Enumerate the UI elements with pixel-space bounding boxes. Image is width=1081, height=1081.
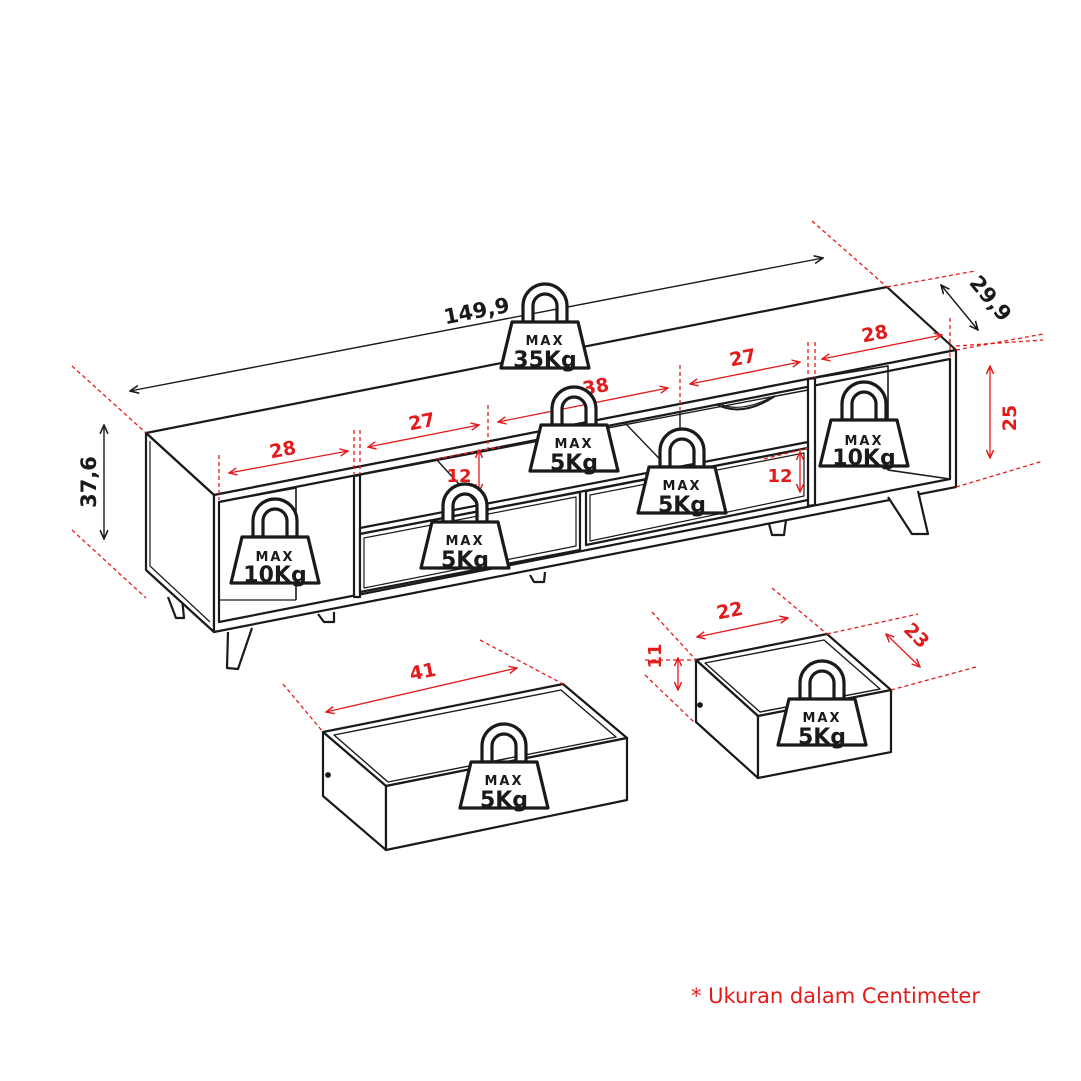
cabinet-leg-front-left: [225, 627, 254, 671]
weight-max-label: MAX: [484, 774, 523, 789]
red-dimensions: [71, 220, 1044, 733]
total-height-label: 37,6: [77, 456, 101, 508]
small-drawer-depth-arrow: [886, 634, 920, 667]
compartment-height-label: 25: [999, 405, 1021, 431]
cabinet-leg-front-center: [317, 612, 336, 624]
compartment-2-width-arrow: [368, 425, 479, 447]
dimension-labels: 149,9 37,6 29,9 28 27 38 27 28 25 12 12 …: [77, 271, 1021, 685]
small-drawer-depth-label: 23: [899, 619, 933, 653]
drawer-height-right-label: 12: [767, 466, 792, 487]
weight-max-label: MAX: [445, 534, 484, 549]
compartment-4-width-arrow: [690, 362, 800, 384]
small-drawer-width-label: 22: [715, 598, 745, 625]
weight-icon-drawer-right: MAX 5Kg: [636, 427, 728, 518]
weight-max-label: MAX: [802, 711, 841, 726]
cabinet-leg-front-right: [887, 490, 930, 536]
left-compartment-width-label: 28: [268, 437, 298, 464]
measurement-unit-footnote: * Ukuran dalam Centimeter: [690, 984, 980, 1008]
black-dimensions: [104, 258, 978, 539]
drawer-height-left-label: 12: [446, 466, 471, 487]
weight-max-label: MAX: [255, 550, 294, 565]
divider-1: [352, 473, 362, 599]
weight-value-small-drawer: 5Kg: [798, 725, 846, 750]
weight-value-left-compartment: 10Kg: [243, 563, 306, 588]
weight-value-drawer-right: 5Kg: [658, 493, 706, 518]
weight-icon-drawer-left: MAX 5Kg: [419, 482, 511, 573]
right-compartment-width-label: 28: [860, 321, 890, 348]
weight-icon-center-shelf: MAX 5Kg: [528, 385, 620, 476]
small-drawer-height-label: 11: [645, 643, 666, 668]
weight-value-center-shelf: 5Kg: [550, 451, 598, 476]
small-drawer-width-arrow: [697, 618, 788, 637]
weight-max-label: MAX: [844, 434, 883, 449]
total-depth-arrow: [941, 285, 978, 330]
weight-icon-small-drawer: MAX 5Kg: [776, 659, 868, 750]
left-compartment-width-arrow: [229, 451, 348, 473]
weight-max-label: MAX: [662, 479, 701, 494]
weight-value-large-drawer: 5Kg: [480, 788, 528, 813]
right-compartment-width-arrow: [822, 335, 942, 359]
weight-icon-top: MAX 35Kg: [499, 282, 591, 373]
compartment-4-width-label: 27: [728, 345, 758, 372]
weight-icon-right-compartment: MAX 10Kg: [818, 380, 910, 471]
weight-icon-large-drawer: MAX 5Kg: [458, 722, 550, 813]
weight-max-label: MAX: [554, 437, 593, 452]
center-top-width-arrow: [498, 388, 668, 422]
total-depth-label: 29,9: [965, 271, 1017, 326]
weight-value-top: 35Kg: [513, 348, 576, 373]
cabinet-leg-front-mid: [529, 571, 547, 584]
weight-value-drawer-left: 5Kg: [441, 548, 489, 573]
total-width-arrow: [130, 258, 823, 391]
large-drawer-width-label: 41: [408, 659, 438, 686]
weight-value-right-compartment: 10Kg: [832, 446, 895, 471]
compartment-2-width-label: 27: [407, 409, 437, 436]
weight-icon-left-compartment: MAX 10Kg: [229, 497, 321, 588]
weight-max-label: MAX: [525, 334, 564, 349]
large-drawer-width-arrow: [326, 668, 517, 712]
